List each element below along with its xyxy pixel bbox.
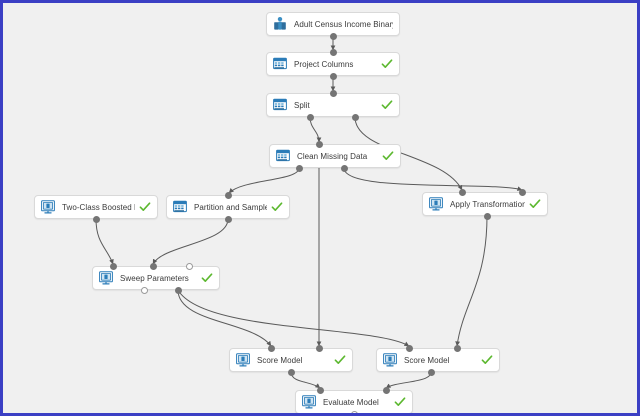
node-label: Sweep Parameters xyxy=(120,273,189,283)
status-check-icon xyxy=(529,199,541,208)
model-icon xyxy=(383,353,397,367)
node-score-model-left[interactable]: Score Model xyxy=(229,348,353,372)
node-clean-missing-data[interactable]: Clean Missing Data xyxy=(269,144,401,168)
status-check-icon xyxy=(394,397,406,406)
input-port-evaluate-model-0[interactable] xyxy=(316,386,324,394)
input-port-evaluate-model-1[interactable] xyxy=(382,386,390,394)
node-label: Project Columns xyxy=(294,59,354,69)
input-port-score-model-left-0[interactable] xyxy=(267,344,275,352)
output-port-partition-and-sample-0[interactable] xyxy=(224,215,232,223)
input-port-sweep-parameters-2[interactable] xyxy=(185,262,193,270)
status-check-icon xyxy=(201,273,213,282)
output-port-sweep-parameters-0[interactable] xyxy=(140,286,148,294)
node-sweep-parameters[interactable]: Sweep Parameters xyxy=(92,266,220,290)
status-check-icon xyxy=(381,100,393,109)
output-port-evaluate-model-0[interactable] xyxy=(350,410,358,413)
status-check-icon xyxy=(382,151,394,160)
output-port-dataset-0[interactable] xyxy=(329,32,337,40)
node-label: Evaluate Model xyxy=(323,397,379,407)
output-port-project-columns-0[interactable] xyxy=(329,72,337,80)
model-icon xyxy=(429,197,443,211)
output-port-two-class-boosted-decision-tree-0[interactable] xyxy=(92,215,100,223)
input-port-apply-transformation-0[interactable] xyxy=(458,188,466,196)
output-port-sweep-parameters-1[interactable] xyxy=(174,286,182,294)
input-port-partition-and-sample-0[interactable] xyxy=(224,191,232,199)
output-port-apply-transformation-0[interactable] xyxy=(483,212,491,220)
connector-split-to-clean-missing-data[interactable] xyxy=(309,116,322,143)
node-split[interactable]: Split xyxy=(266,93,400,117)
node-label: Partition and Sample xyxy=(194,202,267,212)
status-check-icon xyxy=(481,355,493,364)
node-evaluate-model[interactable]: Evaluate Model xyxy=(295,390,413,413)
model-icon xyxy=(302,395,316,409)
input-port-score-model-right-0[interactable] xyxy=(405,344,413,352)
node-score-model-right[interactable]: Score Model xyxy=(376,348,500,372)
input-port-project-columns-0[interactable] xyxy=(329,48,337,56)
input-port-clean-missing-data-0[interactable] xyxy=(315,140,323,148)
node-label: Apply Transformation xyxy=(450,199,525,209)
model-icon xyxy=(236,353,250,367)
experiment-canvas[interactable]: Adult Census Income Binary C... Project C… xyxy=(3,3,637,413)
input-port-score-model-left-1[interactable] xyxy=(315,344,323,352)
input-port-sweep-parameters-0[interactable] xyxy=(109,262,117,270)
model-icon xyxy=(41,200,55,214)
connector-two-class-boosted-decision-tree-to-sweep-parameters[interactable] xyxy=(95,218,114,265)
connector-score-model-left-to-evaluate-model[interactable] xyxy=(290,371,321,389)
dataset-icon xyxy=(274,17,286,30)
node-label: Adult Census Income Binary C... xyxy=(294,19,393,29)
node-label: Two-Class Boosted Decision T... xyxy=(62,202,135,212)
output-port-score-model-right-0[interactable] xyxy=(427,368,435,376)
output-port-split-1[interactable] xyxy=(351,113,359,121)
status-check-icon xyxy=(139,202,151,211)
output-port-clean-missing-data-1[interactable] xyxy=(340,164,348,172)
output-port-split-0[interactable] xyxy=(306,113,314,121)
node-label: Score Model xyxy=(257,355,303,365)
input-port-apply-transformation-1[interactable] xyxy=(518,188,526,196)
status-check-icon xyxy=(381,59,393,68)
model-icon xyxy=(99,271,113,285)
input-port-sweep-parameters-1[interactable] xyxy=(149,262,157,270)
node-project-columns[interactable]: Project Columns xyxy=(266,52,400,76)
input-port-split-0[interactable] xyxy=(329,89,337,97)
connector-clean-missing-data-to-apply-transformation[interactable] xyxy=(343,167,523,191)
node-label: Split xyxy=(294,100,310,110)
output-port-clean-missing-data-0[interactable] xyxy=(295,164,303,172)
status-check-icon xyxy=(334,355,346,364)
connector-apply-transformation-to-score-model-right[interactable] xyxy=(455,215,488,347)
connector-score-model-right-to-evaluate-model[interactable] xyxy=(385,371,432,389)
data-transform-icon xyxy=(273,57,287,70)
connector-clean-missing-data-to-partition-and-sample[interactable] xyxy=(228,167,300,194)
status-check-icon xyxy=(271,202,283,211)
node-label: Clean Missing Data xyxy=(297,151,368,161)
connector-sweep-parameters-to-score-model-right[interactable] xyxy=(177,289,410,347)
connector-partition-and-sample-to-sweep-parameters[interactable] xyxy=(152,218,229,265)
input-port-score-model-right-1[interactable] xyxy=(453,344,461,352)
node-label: Score Model xyxy=(404,355,450,365)
data-transform-icon xyxy=(173,200,187,213)
node-dataset[interactable]: Adult Census Income Binary C... xyxy=(266,12,400,36)
connector-sweep-parameters-to-score-model-left[interactable] xyxy=(177,289,272,347)
output-port-score-model-left-0[interactable] xyxy=(287,368,295,376)
data-transform-icon xyxy=(276,149,290,162)
data-transform-icon xyxy=(273,98,287,111)
